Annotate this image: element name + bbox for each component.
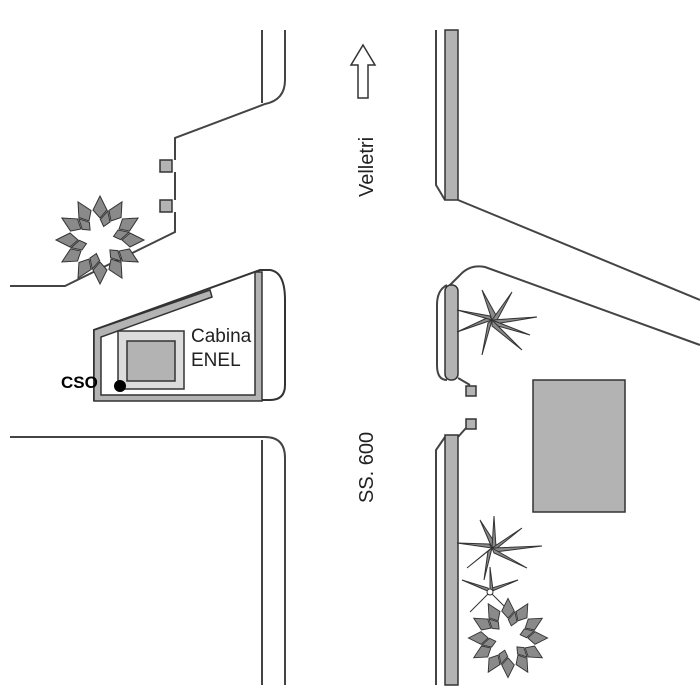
post-marker xyxy=(159,199,173,213)
middle-right-block xyxy=(436,265,700,386)
palm-icon xyxy=(461,566,519,613)
tree-icon xyxy=(54,194,146,286)
direction-arrow-icon xyxy=(349,43,377,99)
cso-point-marker xyxy=(114,380,126,392)
tree-icon xyxy=(467,597,549,679)
enel-island xyxy=(93,269,286,402)
road-label: SS. 600 xyxy=(356,432,378,503)
enel-cabin xyxy=(126,340,176,382)
upper-right-block xyxy=(435,29,700,301)
building-label-line1: Cabina xyxy=(191,326,252,347)
post-marker xyxy=(465,385,477,397)
post-marker xyxy=(465,418,477,430)
palm-icon xyxy=(456,289,538,356)
building xyxy=(532,379,626,513)
point-label: CSO xyxy=(61,373,98,392)
lower-left-block xyxy=(10,436,286,685)
palm-icon xyxy=(456,515,543,581)
lower-right-block xyxy=(435,427,467,686)
direction-label: Velletri xyxy=(356,137,378,197)
building-label-line2: ENEL xyxy=(191,350,241,371)
upper-left-block xyxy=(10,30,286,287)
post-marker xyxy=(159,159,173,173)
